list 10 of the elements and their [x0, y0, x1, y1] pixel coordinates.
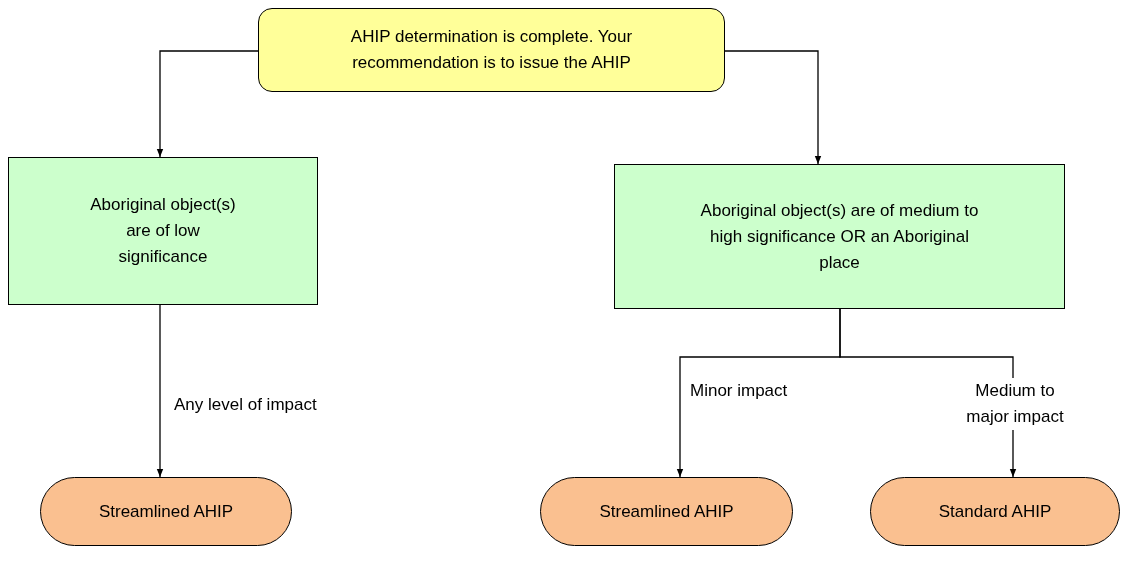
arrow [724, 50, 822, 165]
start-box: AHIP determination is complete. Your recommendation is to issue the AHIP [258, 8, 725, 92]
outcome-terminator: Streamlined AHIP [540, 477, 793, 546]
edge-label: Medium to major impact [965, 378, 1065, 430]
condition-box: Aboriginal object(s) are of low significance [8, 157, 318, 305]
arrow [156, 50, 259, 158]
outcome-terminator: Streamlined AHIP [40, 477, 292, 546]
outcome-terminator: Standard AHIP [870, 477, 1120, 546]
condition-box: Aboriginal object(s) are of medium to high significance OR an Aboriginal place [614, 164, 1065, 309]
arrow [156, 304, 164, 478]
